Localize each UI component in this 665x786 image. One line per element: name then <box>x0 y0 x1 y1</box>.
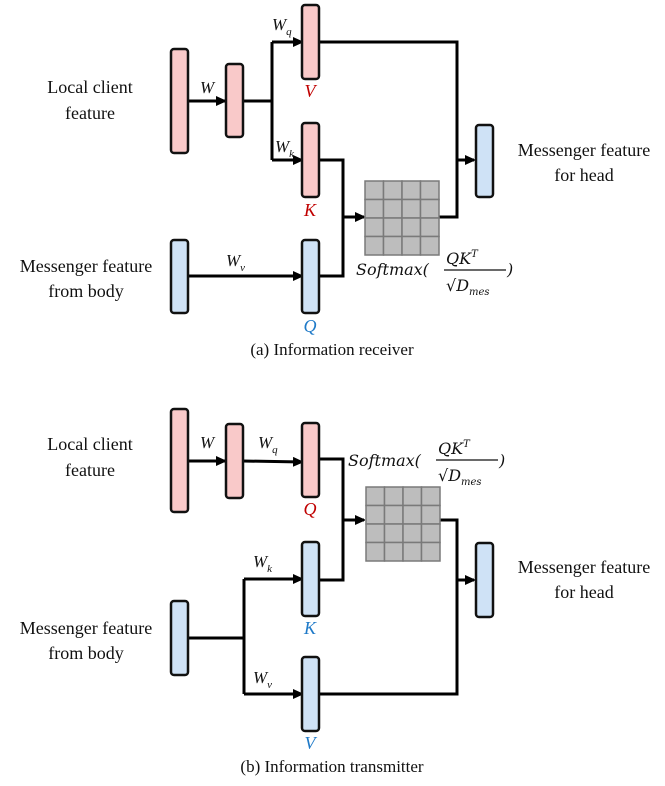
softmax-formula: Softmax( QKT √Dmes ) <box>348 439 505 488</box>
local-client-feature-label: Local client <box>47 434 132 454</box>
panel-b-information-transmitter: Local client feature Messenger feature f… <box>20 407 650 776</box>
matrix-cell <box>420 523 441 544</box>
messenger-head-label: Messenger feature <box>518 140 650 160</box>
matrix-cell <box>401 235 422 256</box>
v-bar <box>300 655 321 733</box>
matrix-cell <box>382 235 403 256</box>
edge-kq-join <box>319 158 345 278</box>
formula-numerator: QKT <box>446 249 479 268</box>
messenger-head-label-line2: for head <box>554 582 613 602</box>
matrix-cell <box>382 217 403 238</box>
w-label: W <box>200 433 216 452</box>
q-label: Q <box>304 499 317 519</box>
matrix-cell <box>401 180 422 201</box>
matrix-cell <box>419 180 440 201</box>
messenger-head-label-line2: for head <box>554 165 613 185</box>
matrix-cell <box>420 486 441 507</box>
matrix-cell <box>419 217 440 238</box>
matrix-cell <box>383 541 404 562</box>
panel-a-information-receiver: Local client feature Messenger feature f… <box>20 3 650 359</box>
wv-label: Wv <box>226 251 245 274</box>
wq-label: Wq <box>272 15 292 38</box>
matrix-cell <box>419 198 440 219</box>
close-paren: ) <box>498 451 505 470</box>
messenger-head-label: Messenger feature <box>518 557 650 577</box>
softmax-formula: Softmax( QKT √Dmes ) <box>356 249 513 298</box>
matrix-cell <box>382 198 403 219</box>
messenger-body-bar <box>169 599 190 677</box>
matrix-cell <box>402 523 423 544</box>
messenger-body-label: Messenger feature <box>20 256 152 276</box>
wq-label: Wq <box>258 433 278 456</box>
edge-v-merge <box>319 518 459 696</box>
matrix-cell <box>383 486 404 507</box>
wk-label: Wk <box>253 552 273 575</box>
local-client-feature-label-line2: feature <box>65 460 115 480</box>
edge-wq <box>242 461 302 462</box>
messenger-body-label-line2: from body <box>48 281 124 301</box>
q-bar <box>300 421 321 499</box>
messenger-body-bar <box>169 238 190 315</box>
formula-numerator: QKT <box>438 439 471 458</box>
matrix-cell <box>383 523 404 544</box>
softmax-text: Softmax( <box>348 451 422 470</box>
formula-denominator: √Dmes <box>438 466 482 488</box>
k-bar <box>300 121 321 199</box>
caption-a: (a) Information receiver <box>250 340 414 359</box>
k-label: K <box>303 200 317 220</box>
q-label: Q <box>304 316 317 336</box>
matrix-cell <box>365 523 386 544</box>
matrix-cell <box>419 235 440 256</box>
edge-v-out <box>319 40 459 219</box>
v-bar <box>300 3 321 81</box>
attention-matrix <box>364 180 440 256</box>
matrix-cell <box>365 504 386 525</box>
messenger-head-bar <box>474 123 495 199</box>
matrix-cell <box>402 486 423 507</box>
attention-matrix <box>365 486 441 562</box>
local-client-feature-label: Local client <box>47 77 132 97</box>
projected-feature-bar <box>224 62 245 139</box>
matrix-cell <box>420 504 441 525</box>
matrix-cell <box>382 180 403 201</box>
v-label: V <box>305 81 318 101</box>
matrix-cell <box>401 198 422 219</box>
v-label: V <box>305 733 318 753</box>
matrix-cell <box>401 217 422 238</box>
local-client-feature-bar <box>169 47 190 155</box>
matrix-cell <box>365 541 386 562</box>
k-label: K <box>303 618 317 638</box>
matrix-cell <box>420 541 441 562</box>
k-bar <box>300 540 321 618</box>
matrix-cell <box>364 180 385 201</box>
matrix-cell <box>402 541 423 562</box>
wk-label: Wk <box>275 137 295 160</box>
matrix-cell <box>364 198 385 219</box>
messenger-body-label: Messenger feature <box>20 618 152 638</box>
softmax-text: Softmax( <box>356 260 430 279</box>
formula-denominator: √Dmes <box>446 276 490 298</box>
caption-b: (b) Information transmitter <box>240 757 424 776</box>
projected-feature-bar <box>224 422 245 500</box>
wv-label: Wv <box>253 668 272 691</box>
q-bar <box>300 238 321 315</box>
messenger-head-bar <box>474 541 495 619</box>
matrix-cell <box>365 486 386 507</box>
matrix-cell <box>383 504 404 525</box>
matrix-cell <box>364 235 385 256</box>
local-client-feature-bar <box>169 407 190 514</box>
matrix-cell <box>402 504 423 525</box>
matrix-cell <box>364 217 385 238</box>
edge-qk-join <box>319 457 345 582</box>
local-client-feature-label-line2: feature <box>65 103 115 123</box>
messenger-body-label-line2: from body <box>48 643 124 663</box>
w-label: W <box>200 78 216 97</box>
close-paren: ) <box>506 260 513 279</box>
